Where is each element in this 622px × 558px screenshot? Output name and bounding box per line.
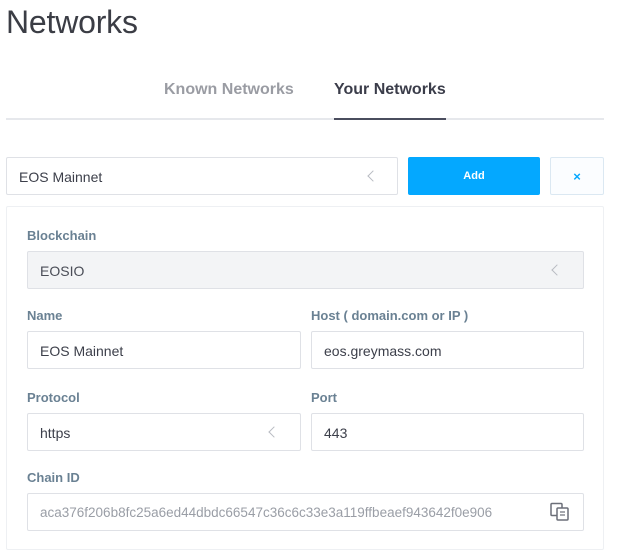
chevron-left-icon [551, 264, 563, 276]
add-button[interactable]: Add [408, 157, 540, 195]
port-value: 443 [324, 425, 348, 441]
host-value: eos.greymass.com [324, 343, 442, 359]
page-title: Networks [6, 4, 138, 40]
tabs: Known Networks Your Networks [6, 76, 604, 120]
chevron-left-icon [367, 170, 379, 182]
chain-id-field[interactable]: aca376f206b8fc25a6ed44dbdc66547c36c6c33e… [27, 493, 584, 531]
protocol-value: https [40, 425, 71, 441]
name-field[interactable]: EOS Mainnet [27, 331, 301, 369]
close-button[interactable]: × [550, 157, 604, 195]
blockchain-select[interactable]: EOSIO [27, 251, 584, 289]
name-value: EOS Mainnet [40, 343, 124, 359]
network-select[interactable]: EOS Mainnet [6, 157, 398, 195]
chain-id-label: Chain ID [27, 470, 80, 485]
port-label: Port [311, 390, 337, 405]
chevron-left-icon [268, 426, 280, 438]
network-form-panel: Blockchain EOSIO Name EOS Mainnet Host (… [6, 206, 604, 550]
tab-your-networks[interactable]: Your Networks [334, 81, 446, 120]
tab-known-networks[interactable]: Known Networks [164, 81, 294, 98]
blockchain-label: Blockchain [27, 228, 97, 243]
protocol-label: Protocol [27, 390, 80, 405]
host-label: Host ( domain.com or IP ) [311, 308, 469, 323]
protocol-select[interactable]: https [27, 413, 301, 451]
host-field[interactable]: eos.greymass.com [311, 331, 584, 369]
copy-icon[interactable] [549, 502, 571, 522]
blockchain-value: EOSIO [40, 263, 85, 279]
chain-id-value: aca376f206b8fc25a6ed44dbdc66547c36c6c33e… [40, 505, 493, 520]
network-select-value: EOS Mainnet [19, 169, 103, 185]
port-field[interactable]: 443 [311, 413, 584, 451]
name-label: Name [27, 308, 63, 323]
